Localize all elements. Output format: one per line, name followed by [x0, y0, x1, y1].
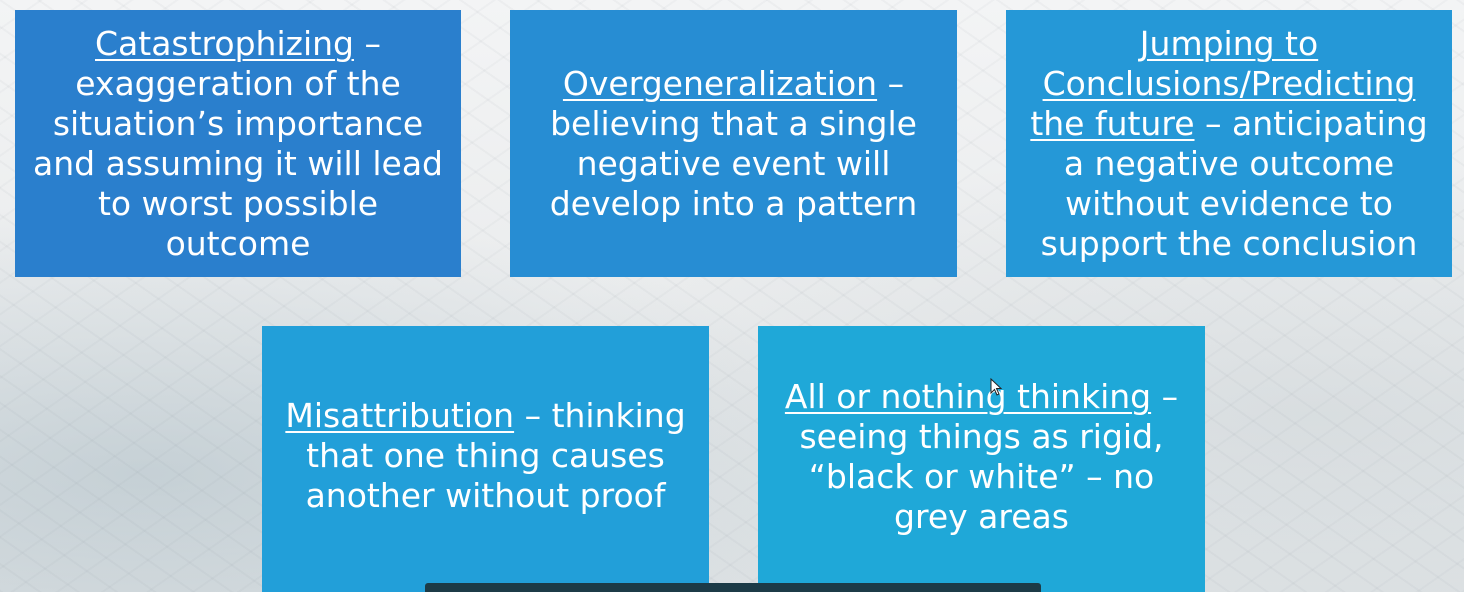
card-term: Overgeneralization — [562, 63, 878, 103]
card-text: Jumping to Conclusions/Predicting the fu… — [1016, 24, 1442, 264]
card-text: All or nothing thinking – seeing things … — [768, 377, 1195, 537]
card-misattribution: Misattribution – thinking that one thing… — [262, 326, 709, 592]
card-description: – seeing things as rigid, “black or whit… — [799, 377, 1179, 536]
card-term: Catastrophizing — [95, 23, 354, 63]
card-text: Misattribution – thinking that one thing… — [272, 396, 699, 516]
card-description: – anticipating a negative outcome withou… — [1040, 103, 1428, 263]
card-catastrophizing: Catastrophizing – exaggeration of the si… — [15, 10, 461, 277]
card-term: All or nothing thinking — [784, 377, 1152, 416]
card-text: Catastrophizing – exaggeration of the si… — [25, 24, 451, 264]
card-description: – thinking that one thing causes another… — [305, 396, 686, 515]
card-term: Misattribution — [285, 396, 515, 435]
card-overgeneralization: Overgeneralization – believing that a si… — [510, 10, 957, 277]
card-description: – exaggeration of the situation’s import… — [33, 23, 443, 263]
video-control-bar[interactable] — [425, 583, 1041, 592]
card-jumping-to-conclusions: Jumping to Conclusions/Predicting the fu… — [1006, 10, 1452, 277]
card-all-or-nothing: All or nothing thinking – seeing things … — [758, 326, 1205, 592]
mouse-cursor-icon — [990, 378, 1002, 396]
card-text: Overgeneralization – believing that a si… — [520, 64, 947, 224]
card-description: – believing that a single negative event… — [549, 63, 918, 223]
card-term: Jumping to Conclusions/Predicting the fu… — [1030, 23, 1416, 143]
